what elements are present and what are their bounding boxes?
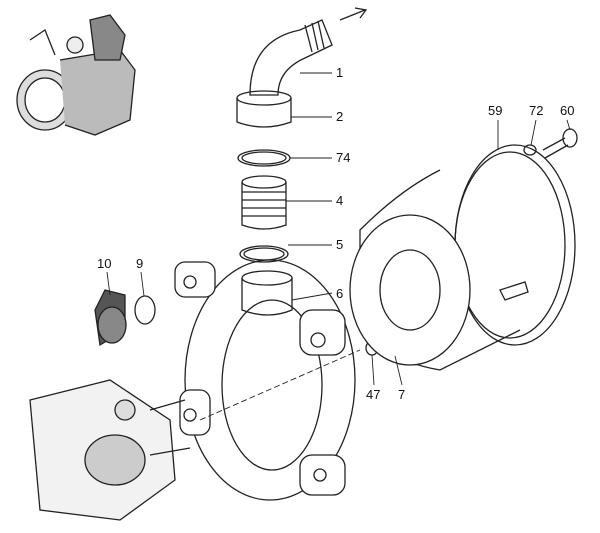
diaphragm-cover (349, 144, 576, 371)
seal-ring (134, 295, 156, 325)
leader-lines (106, 72, 571, 421)
pump-body (29, 379, 191, 521)
manifold-housing (174, 259, 356, 501)
pump-thumbnail (16, 14, 136, 136)
part-label-74: 74 (336, 150, 351, 165)
part-label-7: 7 (398, 387, 406, 402)
part-label-5: 5 (336, 237, 344, 252)
part-label-72: 72 (529, 103, 544, 118)
bolt (542, 128, 578, 159)
part-label-2: 2 (336, 109, 344, 124)
part-label-1: 1 (336, 65, 344, 80)
elbow-fitting (249, 7, 368, 96)
part-label-10: 10 (97, 256, 112, 271)
part-label-4: 4 (336, 193, 344, 208)
part-label-9: 9 (136, 256, 144, 271)
part-label-47: 47 (366, 387, 381, 402)
part-label-6: 6 (336, 286, 344, 301)
nut (236, 90, 292, 128)
part-label-59: 59 (488, 103, 503, 118)
bolt-washer (523, 144, 537, 156)
o-ring-small (239, 245, 289, 263)
threaded-fitting (241, 175, 287, 230)
valve-cap (94, 289, 127, 347)
part-label-60: 60 (560, 103, 575, 118)
